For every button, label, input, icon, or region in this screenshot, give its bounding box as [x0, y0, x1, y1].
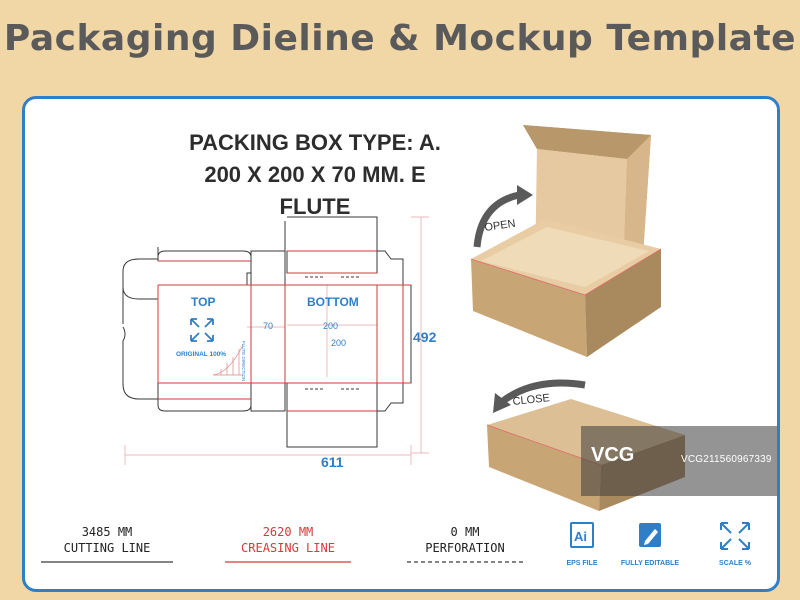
- top-panel-label: TOP: [191, 295, 215, 309]
- open-arrow-head: [517, 185, 533, 205]
- watermark-logo: VCG: [591, 444, 635, 466]
- open-box-mockup: [470, 125, 662, 357]
- scale-caption: SCALE %: [719, 560, 751, 567]
- creasing-label: CREASING LINE: [241, 541, 335, 555]
- legend-creasing: 2620 MM CREASING LINE: [225, 525, 351, 558]
- slot-lines: [305, 276, 359, 390]
- watermark: VCG VCG211560967339: [581, 426, 777, 496]
- pen-edit-icon: [639, 523, 661, 547]
- dim-depth: 70: [263, 321, 273, 331]
- template-card: PACKING BOX TYPE: A. 200 X 200 X 70 MM. …: [22, 96, 780, 592]
- creasing-length: 2620 MM: [262, 525, 314, 539]
- close-arrow-icon: [500, 379, 586, 404]
- eps-caption: EPS FILE: [566, 560, 598, 567]
- close-label: CLOSE: [512, 392, 550, 408]
- cutting-length: 3485 MM: [81, 525, 133, 539]
- expand-icon: [190, 318, 214, 342]
- dim-length: 200: [331, 338, 346, 348]
- ai-icon-glyph: Ai: [574, 529, 587, 544]
- cutting-label: CUTTING LINE: [63, 541, 151, 555]
- scale-icon: [720, 522, 750, 550]
- page-title: Packaging Dieline & Mockup Template: [3, 18, 797, 59]
- dim-total-width: 611: [321, 454, 344, 470]
- perforation-length: 0 MM: [450, 525, 480, 539]
- box-type-line: PACKING BOX TYPE: A.: [189, 130, 441, 155]
- legend-cutting: 3485 MM CUTTING LINE: [41, 525, 173, 558]
- original-scale-label: ORIGINAL 100%: [176, 351, 226, 358]
- ai-file-icon: [570, 522, 594, 548]
- box-size-line: 200 X 200 X 70 MM. E FLUTE: [204, 162, 426, 219]
- bottom-panel-label: BOTTOM: [307, 295, 359, 309]
- watermark-id: VCG211560967339: [681, 454, 772, 465]
- legend-perforation: 0 MM PERFORATION: [407, 525, 523, 558]
- open-label: OPEN: [484, 218, 517, 234]
- dim-width: 200: [323, 321, 338, 331]
- dieline: [122, 216, 429, 465]
- close-arrow-head: [493, 393, 511, 413]
- dimension-guides: [124, 216, 429, 465]
- flute-direction-label: FLUTE DIRECTION: [241, 341, 246, 381]
- flute-direction-icon: [212, 344, 244, 376]
- artwork-canvas: TOP BOTTOM ORIGINAL 100% FLUTE DIRECTION…: [41, 125, 750, 563]
- dim-total-height: 492: [413, 329, 437, 345]
- editable-caption: FULLY EDITABLE: [620, 560, 680, 567]
- perforation-label: PERFORATION: [425, 541, 505, 555]
- crease-lines: [157, 250, 411, 412]
- box-spec: PACKING BOX TYPE: A. 200 X 200 X 70 MM. …: [175, 127, 455, 223]
- open-arrow-icon: [473, 191, 520, 248]
